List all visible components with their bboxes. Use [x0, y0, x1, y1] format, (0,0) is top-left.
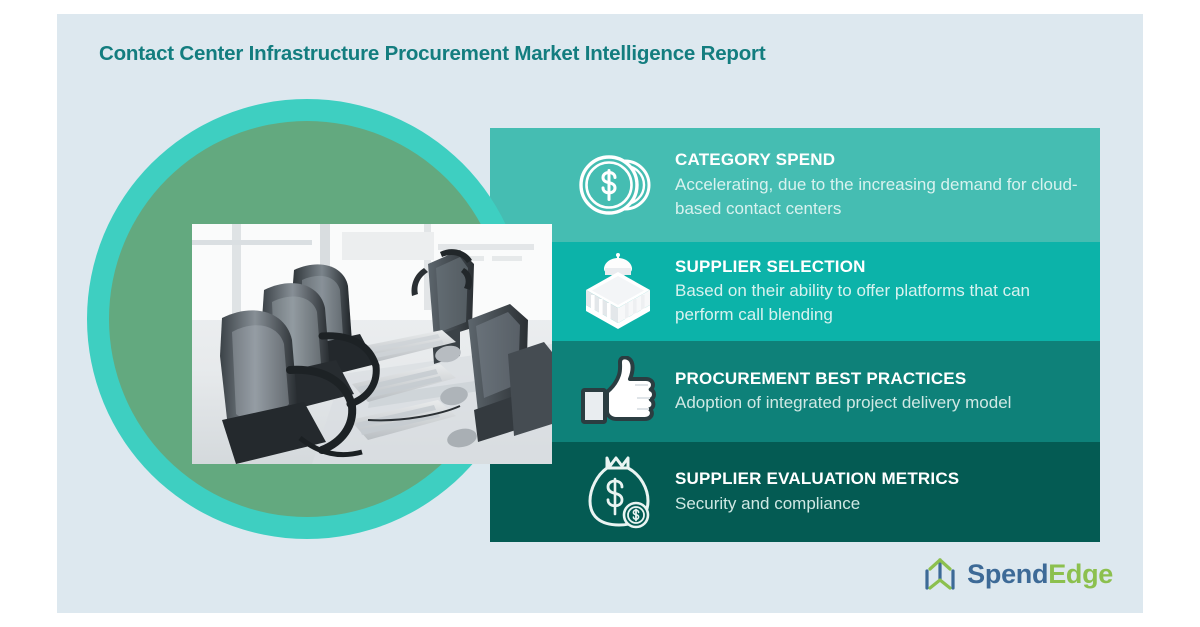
bank-building-icon [490, 242, 675, 341]
insight-band-category-spend[interactable]: CATEGORY SPEND Accelerating, due to the … [490, 128, 1100, 242]
insight-band-description: Accelerating, due to the increasing dema… [675, 174, 1078, 218]
hero-circle [87, 99, 552, 539]
insight-band-text: PROCUREMENT BEST PRACTICES Adoption of i… [675, 368, 1100, 415]
hero-photo [192, 224, 552, 464]
spendedge-logo[interactable]: SpendEdge [922, 557, 1113, 591]
insight-band-procurement-best-practices[interactable]: PROCUREMENT BEST PRACTICES Adoption of i… [490, 341, 1100, 442]
insight-band-description: Based on their ability to offer platform… [675, 281, 1030, 325]
spendedge-wordmark: SpendEdge [967, 558, 1113, 589]
insight-band-title: CATEGORY SPEND [675, 150, 836, 170]
insight-band-title: SUPPLIER EVALUATION METRICS [675, 469, 960, 489]
logo-text-edge: Edge [1048, 558, 1113, 589]
infographic-canvas: Contact Center Infrastructure Procuremen… [57, 14, 1143, 613]
insight-band-description: Security and compliance [675, 493, 861, 513]
page-title: Contact Center Infrastructure Procuremen… [99, 42, 766, 65]
insight-band-text: CATEGORY SPEND Accelerating, due to the … [675, 149, 1100, 221]
spendedge-tri-arrow-icon [922, 557, 958, 591]
insight-band-text: SUPPLIER SELECTION Based on their abilit… [675, 256, 1100, 328]
insight-band-title: SUPPLIER SELECTION [675, 256, 866, 276]
insight-band-text: SUPPLIER EVALUATION METRICS Security and… [675, 468, 1100, 515]
money-bag-icon [490, 442, 675, 542]
insight-band-supplier-evaluation-metrics[interactable]: SUPPLIER EVALUATION METRICS Security and… [490, 442, 1100, 542]
insight-band-title: PROCUREMENT BEST PRACTICES [675, 368, 967, 388]
coins-dollar-icon [490, 128, 675, 242]
insight-band-list: CATEGORY SPEND Accelerating, due to the … [490, 128, 1100, 542]
logo-text-spend: Spend [967, 558, 1049, 589]
insight-band-supplier-selection[interactable]: SUPPLIER SELECTION Based on their abilit… [490, 242, 1100, 341]
thumbs-up-icon [490, 341, 675, 442]
insight-band-description: Adoption of integrated project delivery … [675, 393, 1012, 413]
